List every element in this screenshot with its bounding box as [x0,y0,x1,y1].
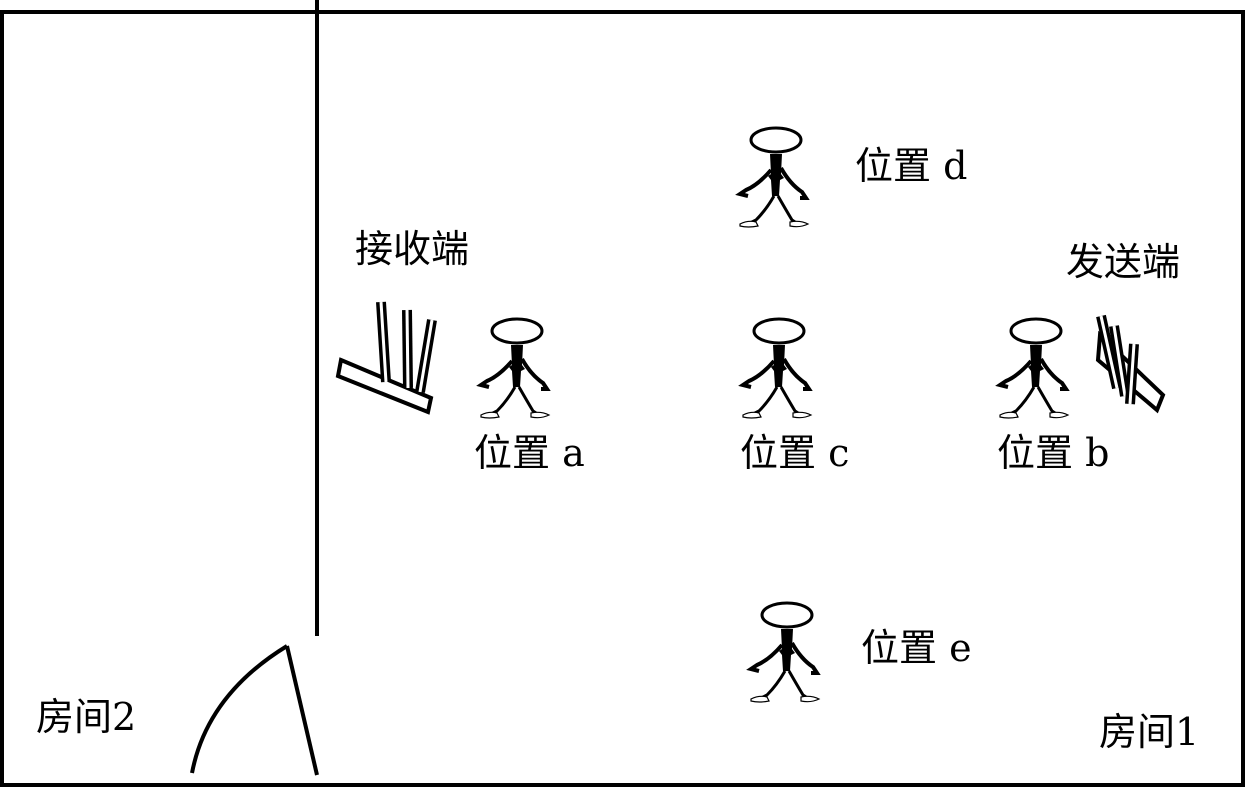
person-icon-d [738,126,810,229]
room1-label: 房间1 [1099,710,1199,754]
person-icon-b [998,317,1070,420]
sender-label: 发送端 [1066,240,1180,284]
position-label-a: 位置 a [474,431,585,475]
door-swing-icon [190,644,319,776]
position-label-e: 位置 e [861,626,972,670]
position-label-c: 位置 c [740,431,849,475]
person-icon-a [479,317,551,420]
receiver-label: 接收端 [355,227,469,271]
room-outer-wall [0,10,1245,787]
position-label-d: 位置 d [855,144,967,188]
sender-antenna-icon [1095,314,1166,414]
position-label-b: 位置 b [997,431,1109,475]
receiver-antenna-icon [335,301,437,415]
room2-label: 房间2 [36,695,136,739]
person-icon-e [749,601,821,704]
person-icon-c [741,317,813,420]
